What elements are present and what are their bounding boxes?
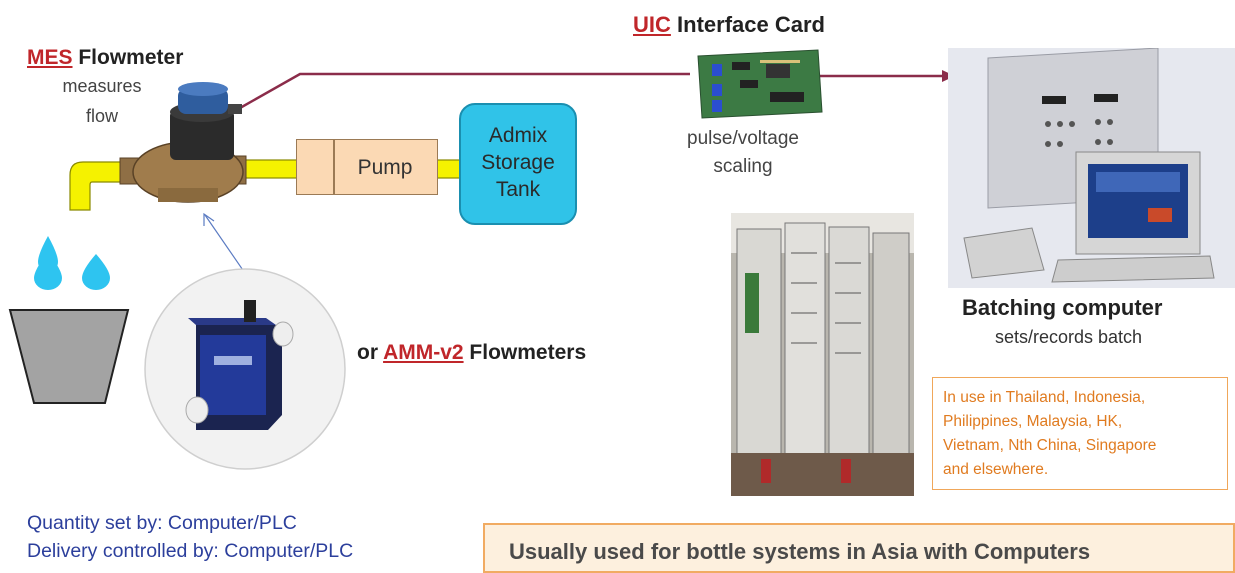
mes-flowmeter-title: MES Flowmeter: [27, 46, 183, 70]
water-drop-icon: [82, 254, 110, 290]
bucket-icon: [8, 309, 130, 404]
delivery-note: Delivery controlled by: Computer/PLC: [27, 540, 354, 562]
pump-tank-pipe: [436, 159, 462, 179]
tank-line1: Admix: [488, 124, 548, 147]
tank-line2: Storage: [481, 151, 555, 174]
banner-text: Usually used for bottle systems in Asia …: [509, 539, 1091, 564]
pointer-head-icon: [203, 212, 215, 226]
usage-line3: Vietnam, Nth China, Singapore: [943, 437, 1157, 454]
measuring-columns-icon: [731, 213, 914, 496]
usage-line2: Philippines, Malaysia, HK,: [943, 413, 1123, 430]
amm-brand: AMM-v2: [383, 341, 464, 364]
measuring-columns-photo: [731, 213, 914, 496]
pump-box: Pump: [296, 139, 438, 195]
uic-brand: UIC: [633, 12, 671, 37]
amm-prefix: or: [357, 341, 378, 364]
mes-brand: MES: [27, 46, 73, 69]
quantity-note: Quantity set by: Computer/PLC: [27, 512, 297, 534]
mes-caption-line2: flow: [85, 106, 118, 126]
tank-line3: Tank: [495, 178, 541, 201]
usage-line4: and elsewhere.: [943, 461, 1049, 478]
pump-divider: [333, 140, 335, 194]
pump-label: Pump: [357, 156, 413, 179]
uic-caption-line2: scaling: [713, 156, 773, 177]
batching-computer-title: Batching computer: [962, 295, 1163, 320]
outlet-pipe: [239, 159, 299, 179]
signal-line: [239, 72, 690, 110]
mes-caption-line1: measures: [62, 76, 142, 96]
usage-line1: In use in Thailand, Indonesia,: [943, 389, 1146, 406]
mes-flowmeter-icon: [119, 82, 247, 203]
uic-card-title: UIC Interface Card: [633, 12, 825, 38]
batching-computer-subtitle: sets/records batch: [995, 327, 1143, 347]
batching-computer-photo: [948, 48, 1235, 288]
amm-name: Flowmeters: [469, 341, 587, 364]
water-drop-icon: [34, 252, 62, 290]
amm-flowmeter-label: or AMM-v2 Flowmeters: [357, 341, 586, 365]
uic-card-icon: [697, 49, 823, 119]
admix-storage-tank: Admix Storage Tank: [459, 103, 577, 225]
batching-computer-icon: [948, 48, 1235, 288]
bottom-banner: Usually used for bottle systems in Asia …: [483, 523, 1235, 573]
amm-flowmeter-icon: [185, 300, 294, 430]
usage-note-box: In use in Thailand, Indonesia, Philippin…: [932, 377, 1228, 490]
uic-caption-line1: pulse/voltage: [687, 128, 799, 149]
uic-name: Interface Card: [677, 12, 825, 37]
mes-name: Flowmeter: [78, 46, 184, 69]
